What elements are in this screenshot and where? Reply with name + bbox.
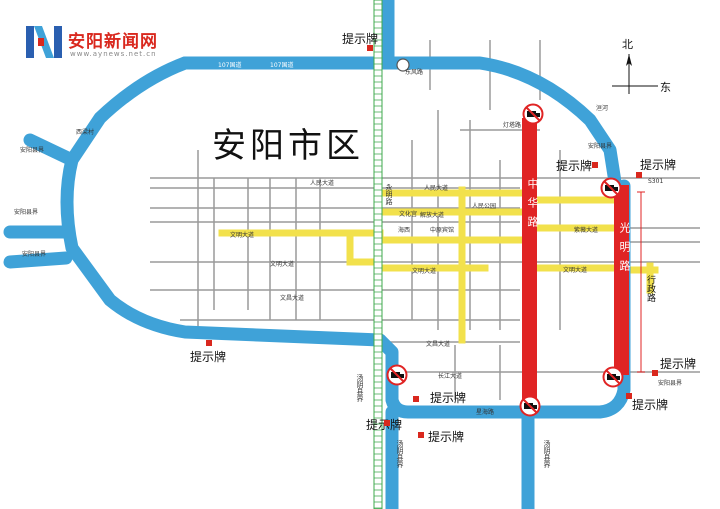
label-park: 人民公园	[472, 203, 496, 210]
label-zijing: 紫薇大道	[574, 226, 598, 234]
label-county-west-3: 安阳县界	[22, 250, 46, 258]
guangming-road	[614, 185, 629, 375]
label-county-east-2: 安阳县界	[658, 379, 682, 387]
hint-sign-flag-icon	[206, 340, 212, 346]
hint-sign-flag-icon	[592, 162, 598, 168]
site-logo-icon	[26, 26, 62, 58]
label-zhongyuan: 中原宾馆	[430, 226, 454, 234]
hint-sign-label: 提示牌	[430, 391, 467, 405]
hint-sign-flag-icon	[384, 420, 390, 426]
label-haixi: 海西	[398, 226, 410, 234]
label-wenchang: 文昌大道	[280, 294, 304, 302]
label-wenfeng: 文明大道	[230, 231, 254, 239]
site-name: 安阳新闻网	[68, 32, 158, 52]
label-renmin: 人民大道	[310, 179, 334, 187]
site-url: www.aynews.net.cn	[70, 50, 157, 58]
guangming-extent-arrow	[637, 191, 645, 373]
label-g107: 107国道	[218, 61, 241, 69]
yellow-roads	[218, 186, 659, 344]
hint-sign-label: 提示牌	[428, 430, 465, 444]
label-yongming: 永明路	[385, 184, 393, 205]
hint-sign-flag-icon	[626, 393, 632, 399]
local-roads	[150, 40, 700, 400]
no-truck-sign-icon	[602, 366, 624, 388]
hint-sign-label: 提示牌	[342, 32, 379, 46]
label-wenming-2: 文明大道	[412, 267, 436, 275]
label-s301: S301	[648, 178, 663, 185]
zhonghua-road-label: 中华路	[526, 178, 539, 235]
label-jiefang: 解放大道	[420, 211, 444, 219]
compass-north: 北	[622, 38, 633, 51]
label-county-east: 安阳县界	[588, 142, 612, 150]
label-dengta: 灯塔路	[503, 121, 521, 129]
no-truck-sign-icon	[519, 395, 541, 417]
hint-sign-flag-icon	[413, 396, 419, 402]
hint-sign-label: 提示牌	[660, 357, 697, 371]
hint-sign-label: 提示牌	[632, 398, 669, 412]
no-truck-sign-icon	[386, 364, 408, 386]
hint-sign-flag-icon	[652, 370, 658, 376]
label-renmin-2: 人民大道	[424, 184, 448, 192]
label-xinghai: 星海路	[476, 408, 494, 416]
hint-sign-label: 提示牌	[640, 158, 677, 172]
no-truck-sign-icon	[600, 177, 622, 199]
hint-sign-label: 提示牌	[556, 159, 593, 173]
label-huanhe: 洹河	[596, 104, 608, 112]
label-tangyin-2: 汤阴县界	[396, 440, 404, 468]
compass-icon	[612, 54, 658, 94]
label-changjiang: 长江大道	[438, 372, 462, 380]
label-wenming-3: 文明大道	[563, 266, 587, 274]
district-title: 安阳市区	[212, 126, 364, 166]
hint-sign-flag-icon	[418, 432, 424, 438]
no-truck-sign-icon	[522, 103, 544, 125]
label-xiliang: 西梁村	[76, 128, 94, 136]
label-wenming: 文明大道	[270, 260, 294, 268]
label-wenchang-2: 文昌大道	[426, 340, 450, 348]
label-dongfeng: 东风路	[405, 68, 423, 76]
compass-east: 东	[660, 81, 671, 94]
ring-road	[3, 0, 631, 509]
guangming-road-label: 光明路	[618, 222, 631, 279]
railway	[373, 0, 383, 509]
label-county-west-2: 安阳县界	[14, 208, 38, 216]
label-g107-2: 107国道	[270, 61, 293, 69]
zhonghua-road	[522, 118, 537, 405]
label-tangyin-1: 汤阴县界	[356, 374, 364, 402]
hint-sign-flag-icon	[367, 45, 373, 51]
hint-sign-flag-icon	[636, 172, 642, 178]
label-culture: 文化宫	[399, 210, 417, 218]
hint-sign-label: 提示牌	[190, 350, 227, 364]
label-xingzheng: 行政路	[645, 275, 655, 302]
label-county-west-1: 安阳县界	[20, 146, 44, 154]
roundabout	[396, 58, 410, 72]
label-tangyin-3: 汤阴县界	[543, 440, 551, 468]
